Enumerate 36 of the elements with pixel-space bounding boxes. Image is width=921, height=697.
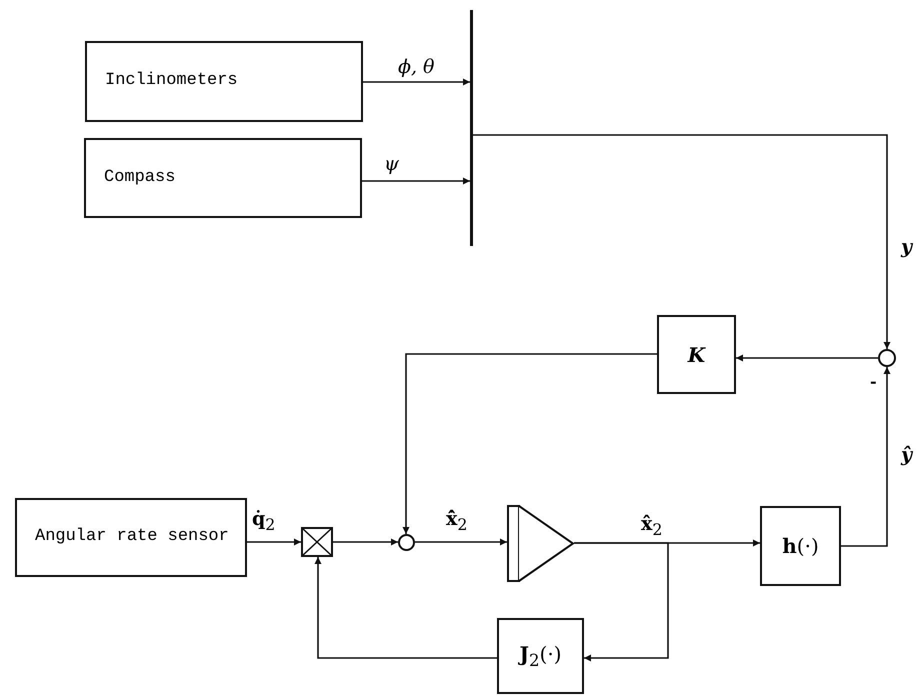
integrator-symbol (507, 505, 574, 582)
minus-sign: - (870, 374, 877, 390)
multiplier-symbol (301, 527, 333, 557)
arrow (736, 354, 878, 362)
function-block (497, 618, 584, 694)
edge-label: x̂̇$_{2}$ (446, 510, 468, 533)
edge-label: ϕ, θ (398, 58, 434, 77)
arrow (363, 78, 470, 86)
arrow (415, 538, 507, 546)
block-label: K (688, 342, 706, 366)
edge-label: x̂$_{2}$ (641, 515, 662, 538)
gain-block (657, 315, 736, 394)
arrow (402, 353, 657, 534)
arrow (247, 538, 301, 546)
arrow (333, 538, 398, 546)
block-label: J$_{2}$(·) (519, 642, 562, 670)
arrow (841, 367, 890, 547)
arrow (574, 542, 669, 662)
arrow (314, 557, 497, 659)
summing-junction (398, 534, 415, 551)
block-label: Inclinometers (105, 71, 238, 92)
arrow (362, 178, 470, 184)
edge-label: ψ (384, 155, 399, 174)
edge-label: ŷ (901, 446, 912, 465)
process-box (84, 138, 362, 218)
block-label: Compass (104, 168, 176, 188)
edge-label: y (901, 238, 912, 257)
process-box (15, 498, 247, 577)
block-label: Angular rate sensor (35, 527, 229, 548)
edge-label: q̇$_{2}$ (252, 510, 276, 533)
process-box (85, 41, 363, 122)
mux-bar (470, 10, 473, 246)
arrow (473, 134, 890, 349)
function-block (760, 506, 841, 586)
block-label: h(·) (782, 534, 819, 558)
summing-junction (878, 349, 896, 367)
